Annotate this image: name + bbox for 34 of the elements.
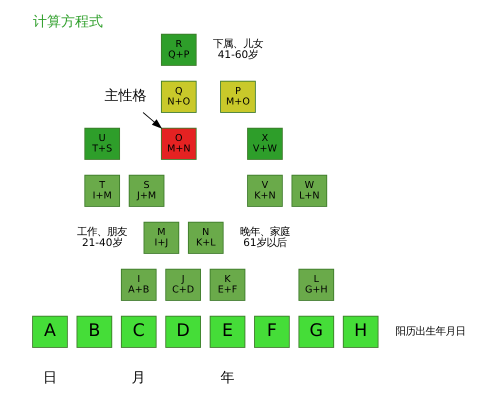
label: 月 (132, 370, 146, 386)
node-box: X V+W (247, 128, 283, 160)
label: 日 (42, 370, 57, 386)
node-box: U T+S (84, 128, 120, 160)
node-box: O M+N (160, 128, 197, 160)
node-box: K E+F (210, 268, 246, 301)
node-box: H (342, 316, 379, 348)
label: 晚年、家庭 61岁以后 (240, 226, 290, 250)
label: 阳历出生年月日 (395, 326, 466, 338)
label: 工作、朋友 21-40岁 (77, 226, 128, 250)
node-box: E (210, 316, 246, 348)
label: 下属、儿女 41-60岁 (212, 38, 263, 62)
node-box: L G+H (298, 268, 334, 301)
node-box: F (254, 316, 290, 348)
node-box: D (165, 316, 201, 348)
node-box: P M+O (220, 80, 256, 113)
node-box: V K+N (247, 174, 283, 207)
node-box: T I+M (84, 174, 120, 207)
node-box: W L+N (292, 174, 328, 207)
node-box: M I+J (144, 222, 180, 254)
node-box: Q N+O (160, 80, 197, 113)
node-box: J C+D (165, 268, 201, 301)
node-box: R Q+P (160, 34, 197, 66)
node-box: B (76, 316, 112, 348)
node-box: I A+B (120, 268, 157, 301)
node-text: 主性格 (104, 88, 147, 104)
arrow (142, 112, 162, 129)
diagram-title: 计算方程式 (32, 14, 103, 30)
node-box: C (120, 316, 157, 348)
node-box: N K+L (188, 222, 224, 254)
node-box: S J+M (128, 174, 164, 207)
label: 年 (220, 370, 235, 386)
node-box: G (298, 316, 334, 348)
node-box: A (32, 316, 68, 348)
